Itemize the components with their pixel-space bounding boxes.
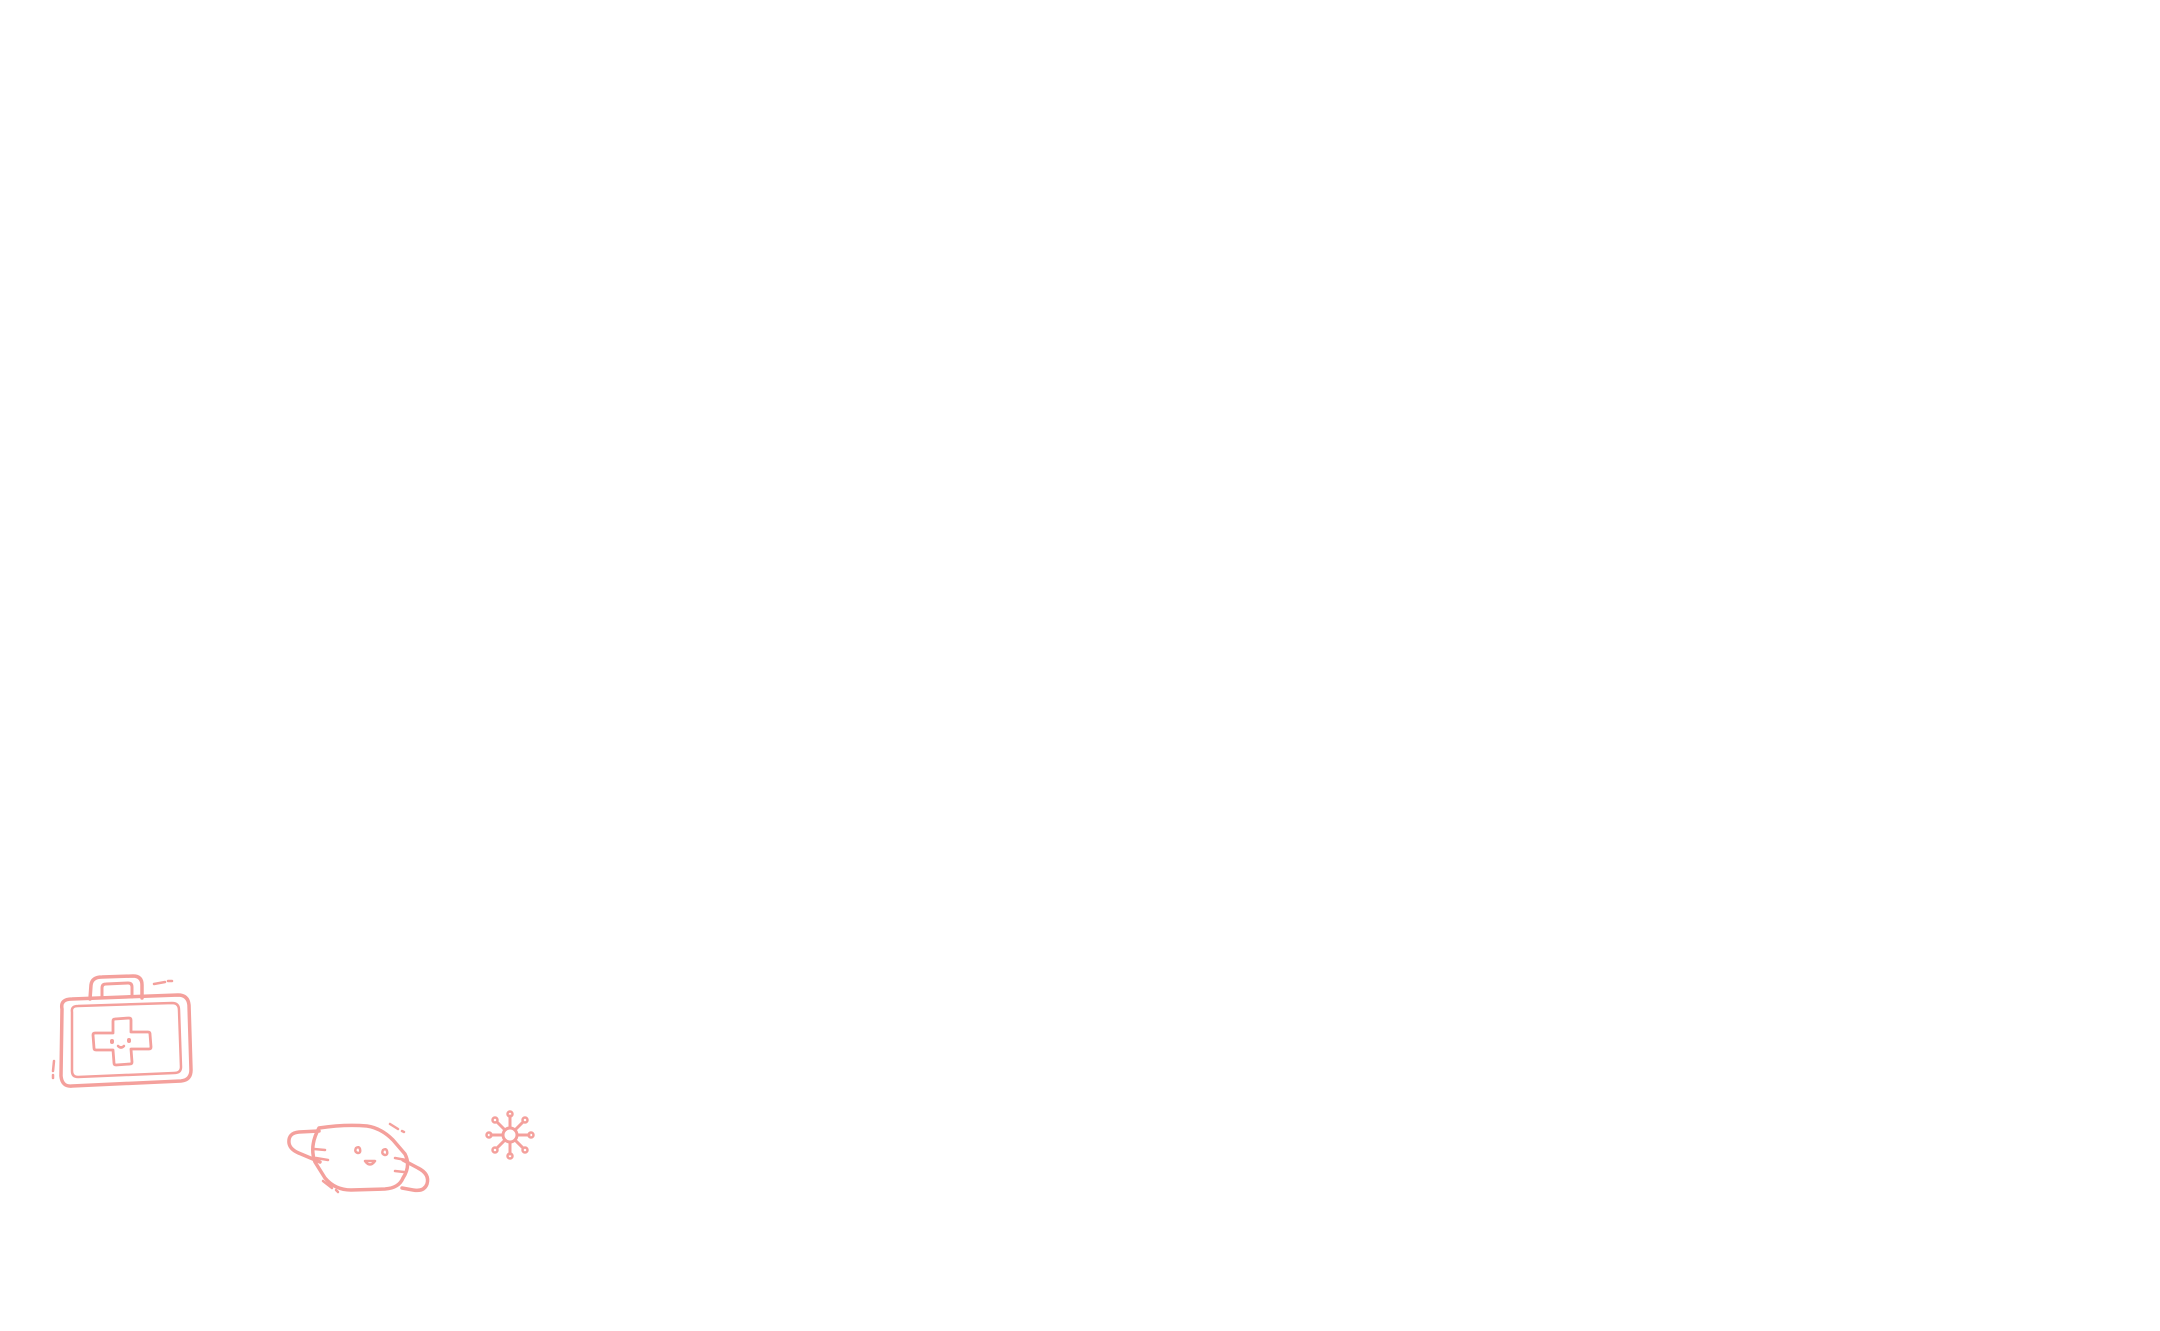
virus-icon	[480, 1105, 540, 1165]
face-mask-icon	[285, 1116, 455, 1196]
first-aid-kit-icon	[50, 965, 200, 1100]
